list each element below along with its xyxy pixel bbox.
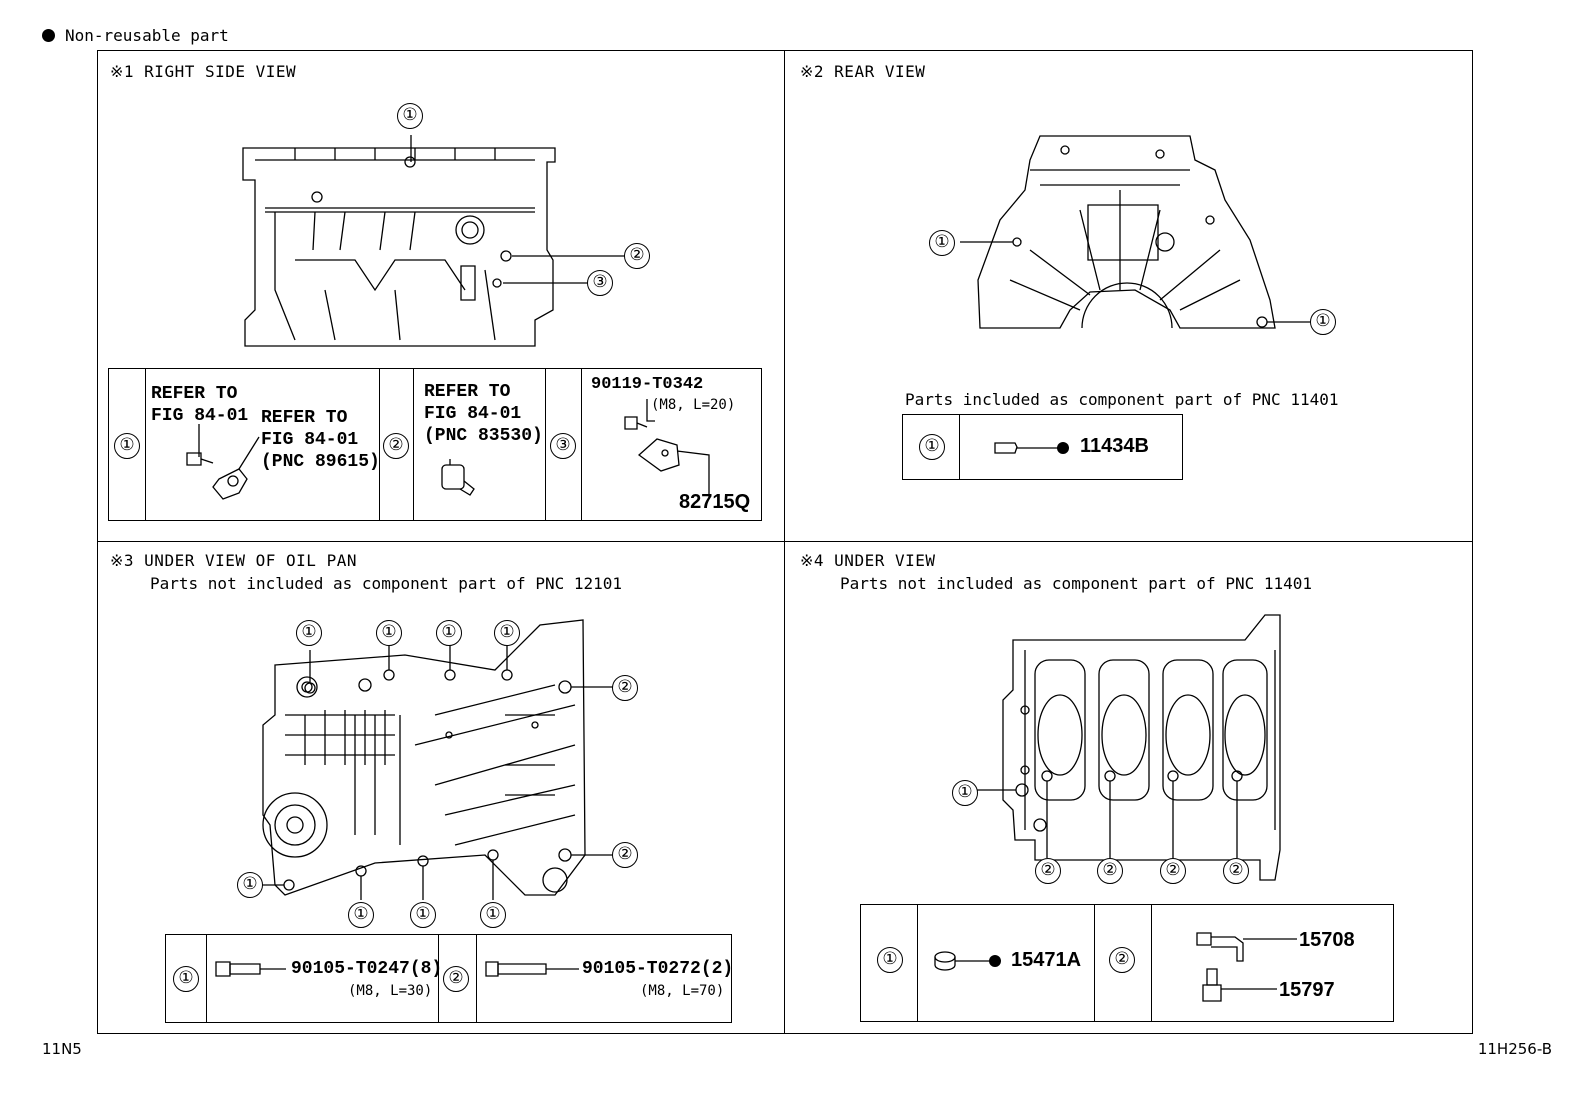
ref-fig-84-01-pnc-89615: REFER TO FIG 84-01 (PNC 89615) xyxy=(261,408,380,472)
divider-vertical xyxy=(784,50,785,1034)
ref-fig-84-01-a: REFER TO FIG 84-01 xyxy=(151,384,249,426)
callout-2: ② xyxy=(1223,858,1249,884)
oil-pressure-switch-icon xyxy=(434,459,494,509)
nozzle-icon xyxy=(931,947,1001,977)
callout-1: ① xyxy=(436,620,462,646)
part-15471a: 15471A xyxy=(1011,949,1082,971)
row-num-1: ① xyxy=(114,433,140,459)
panel4-parts-table: ① 15471A ② 15708 15797 xyxy=(860,904,1394,1022)
spec-m8-l70: (M8, L=70) xyxy=(640,983,725,999)
row-num-1: ① xyxy=(173,966,199,992)
oil-pan-under-view-drawing xyxy=(255,615,595,900)
legend: Non-reusable part xyxy=(42,26,229,45)
panel2-parts-table: ① 11434B xyxy=(902,414,1183,480)
row-num-2: ② xyxy=(443,966,469,992)
part-15797: 15797 xyxy=(1279,979,1335,1001)
callout-1: ① xyxy=(480,902,506,928)
oil-jet-and-bolt-icon xyxy=(1191,917,1301,1013)
part-82715q: 82715Q xyxy=(679,491,751,513)
panel4-title: ※4 UNDER VIEW xyxy=(800,551,936,570)
row-num-3: ③ xyxy=(550,433,576,459)
spec-m8-l30: (M8, L=30) xyxy=(348,983,433,999)
panel1-parts-table: ① REFER TO FIG 84-01 REFER TO FIG 84-01 … xyxy=(108,368,762,521)
callout-1: ① xyxy=(237,872,263,898)
drain-plug-icon xyxy=(169,429,249,509)
row-num-2: ② xyxy=(1109,947,1135,973)
callout-2: ② xyxy=(1097,858,1123,884)
divider-horizontal xyxy=(97,541,1473,542)
callout-1: ① xyxy=(376,620,402,646)
row-num-1: ① xyxy=(919,434,945,460)
callout-2: ② xyxy=(612,675,638,701)
panel3-parts-table: ① 90105-T0247(8) (M8, L=30) ② 90105-T027… xyxy=(165,934,734,1023)
cylinder-block-under-view-drawing xyxy=(995,610,1305,890)
diagram-frame xyxy=(97,50,1473,1034)
callout-1: ① xyxy=(348,902,374,928)
spec-m8-l20: (M8, L=20) xyxy=(651,397,736,413)
dowel-pin-icon xyxy=(991,442,1069,454)
row-num-2: ② xyxy=(383,433,409,459)
panel3-note: Parts not included as component part of … xyxy=(150,574,623,593)
panel2-note: Parts included as component part of PNC … xyxy=(905,390,1339,409)
row-num-1: ① xyxy=(877,947,903,973)
callout-2: ② xyxy=(1035,858,1061,884)
part-11434b: 11434B xyxy=(1080,435,1149,457)
part-90105-t0247: 90105-T0247(8) xyxy=(291,959,443,979)
callout-1b: ① xyxy=(1310,309,1336,335)
rear-view-drawing xyxy=(970,130,1290,335)
callout-2: ② xyxy=(612,842,638,868)
right-side-view-drawing xyxy=(235,140,575,350)
callout-1: ① xyxy=(397,103,423,129)
footer-right-code: 11H256-B xyxy=(1477,1040,1552,1058)
panel1-title: ※1 RIGHT SIDE VIEW xyxy=(110,62,297,81)
bolt-short-icon xyxy=(214,959,294,979)
part-90119-t0342: 90119-T0342 xyxy=(591,375,704,394)
ref-fig-84-01-pnc-83530: REFER TO FIG 84-01 (PNC 83530) xyxy=(424,382,543,446)
part-90105-t0272: 90105-T0272(2) xyxy=(582,959,734,979)
callout-2: ② xyxy=(1160,858,1186,884)
bracket-bolt-icon xyxy=(609,399,719,489)
callout-2: ② xyxy=(624,243,650,269)
callout-1a: ① xyxy=(929,230,955,256)
callout-1: ① xyxy=(410,902,436,928)
footer-left-code: 11N5 xyxy=(42,1040,82,1058)
callout-1: ① xyxy=(952,780,978,806)
panel3-title: ※3 UNDER VIEW OF OIL PAN xyxy=(110,551,357,570)
bolt-long-icon xyxy=(484,959,584,979)
part-15708: 15708 xyxy=(1299,929,1355,951)
callout-1: ① xyxy=(296,620,322,646)
panel2-title: ※2 REAR VIEW xyxy=(800,62,926,81)
callout-3: ③ xyxy=(587,270,613,296)
legend-text: Non-reusable part xyxy=(65,26,229,45)
non-reusable-dot-icon xyxy=(42,29,55,42)
panel4-note: Parts not included as component part of … xyxy=(840,574,1313,593)
callout-1: ① xyxy=(494,620,520,646)
